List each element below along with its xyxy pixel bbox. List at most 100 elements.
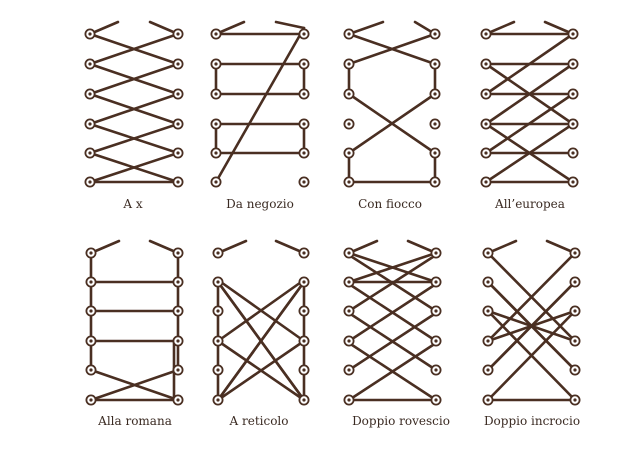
eyelet-hole	[302, 32, 306, 36]
eyelet-hole	[347, 398, 351, 402]
european-lacing-diagram	[480, 20, 579, 188]
label-a-reticolo: A reticolo	[229, 414, 289, 428]
lace-segment	[214, 26, 306, 184]
lattice-lacing-diagram	[212, 239, 310, 406]
eyelet-hole	[214, 122, 218, 126]
eyelet-hole	[216, 251, 220, 255]
lace-segment	[484, 32, 575, 96]
eyelet-hole	[571, 62, 575, 66]
eyelet-hole	[571, 92, 575, 96]
eyelet-hole	[573, 309, 577, 313]
eyelet-hole	[347, 368, 351, 372]
eyelet-hole	[571, 151, 575, 155]
lace-segment	[484, 92, 575, 155]
eyelet-hole	[434, 339, 438, 343]
eyelet-hole	[176, 309, 180, 313]
eyelet-hole	[302, 151, 306, 155]
lace-segment	[347, 32, 437, 66]
eyelet-hole	[302, 339, 306, 343]
lace-segment	[347, 311, 438, 372]
eyelet-hole	[484, 180, 488, 184]
eyelet-hole	[176, 151, 180, 155]
eyelet-hole	[433, 92, 437, 96]
eyelet-hole	[176, 398, 180, 402]
eyelet-hole	[433, 32, 437, 36]
eyelet-hole	[484, 32, 488, 36]
shoe-shop-lacing-diagram	[210, 20, 310, 188]
eyelet-hole	[347, 92, 351, 96]
roman-lacing-diagram	[85, 239, 184, 406]
eyelet-hole	[484, 92, 488, 96]
eyelet-hole	[434, 398, 438, 402]
eyelet-hole	[484, 151, 488, 155]
eyelet-hole	[486, 368, 490, 372]
eyelet-hole	[302, 398, 306, 402]
eyelet-hole	[347, 151, 351, 155]
eyelet-hole	[176, 339, 180, 343]
eyelet-hole	[302, 62, 306, 66]
label-alla-romana: Alla romana	[98, 414, 172, 428]
lace-segment	[347, 20, 385, 36]
eyelet-hole	[216, 339, 220, 343]
eyelet-hole	[347, 32, 351, 36]
lace-segment	[89, 368, 180, 402]
eyelet-hole	[176, 122, 180, 126]
eyelet-hole	[302, 180, 306, 184]
eyelet-hole	[176, 368, 180, 372]
eyelet-hole	[89, 309, 93, 313]
eyelet-hole	[88, 92, 92, 96]
lace-segment	[347, 92, 437, 155]
eyelet-hole	[571, 180, 575, 184]
eyelet-hole	[484, 122, 488, 126]
eyelet-hole	[89, 339, 93, 343]
lace-segment	[88, 122, 180, 155]
eyelet-hole	[214, 92, 218, 96]
bow-lacing-diagram	[343, 20, 441, 188]
eyelet-hole	[486, 309, 490, 313]
eyelet-hole	[347, 251, 351, 255]
eyelet-hole	[176, 92, 180, 96]
eyelet-hole	[88, 180, 92, 184]
lace-segment	[274, 20, 306, 30]
eyelet-hole	[88, 32, 92, 36]
lace-lines	[216, 239, 306, 402]
eyelet-hole	[302, 368, 306, 372]
eyelet-hole	[347, 122, 351, 126]
eyelet-hole	[88, 62, 92, 66]
lace-lines	[347, 20, 437, 184]
lace-segment	[216, 339, 306, 402]
lace-segment	[88, 151, 180, 184]
eyelet-hole	[433, 151, 437, 155]
eyelet-hole	[433, 180, 437, 184]
eyelet-hole	[347, 309, 351, 313]
eyelet-hole	[176, 180, 180, 184]
lace-segment	[216, 278, 306, 343]
lace-segment	[347, 251, 438, 284]
lace-segment	[88, 32, 180, 66]
lace-lines	[486, 239, 577, 402]
eyelet-hole	[88, 122, 92, 126]
eyelet-hole	[176, 251, 180, 255]
eyelet-hole	[214, 180, 218, 184]
eyelet-hole	[347, 62, 351, 66]
label-con-fiocco: Con fiocco	[358, 197, 422, 211]
label-doppio-incrocio: Doppio incrocio	[483, 414, 581, 428]
eyelet-hole	[302, 92, 306, 96]
eyelet-hole	[302, 309, 306, 313]
eyelet-hole	[176, 62, 180, 66]
eyelets	[482, 247, 581, 406]
eyelet-hole	[486, 280, 490, 284]
eyelets	[480, 28, 579, 188]
eyelet-hole	[486, 251, 490, 255]
label-doppio-rovescio: Doppio rovescio	[352, 414, 450, 428]
double-cross-lacing-diagram	[482, 239, 581, 406]
eyelet-hole	[302, 280, 306, 284]
eyelet-hole	[214, 62, 218, 66]
eyelet-hole	[486, 398, 490, 402]
eyelet-hole	[89, 368, 93, 372]
eyelets	[343, 247, 442, 406]
double-back-lacing-diagram	[343, 239, 442, 406]
label-da-negozio: Da negozio	[226, 197, 294, 211]
eyelet-hole	[89, 251, 93, 255]
